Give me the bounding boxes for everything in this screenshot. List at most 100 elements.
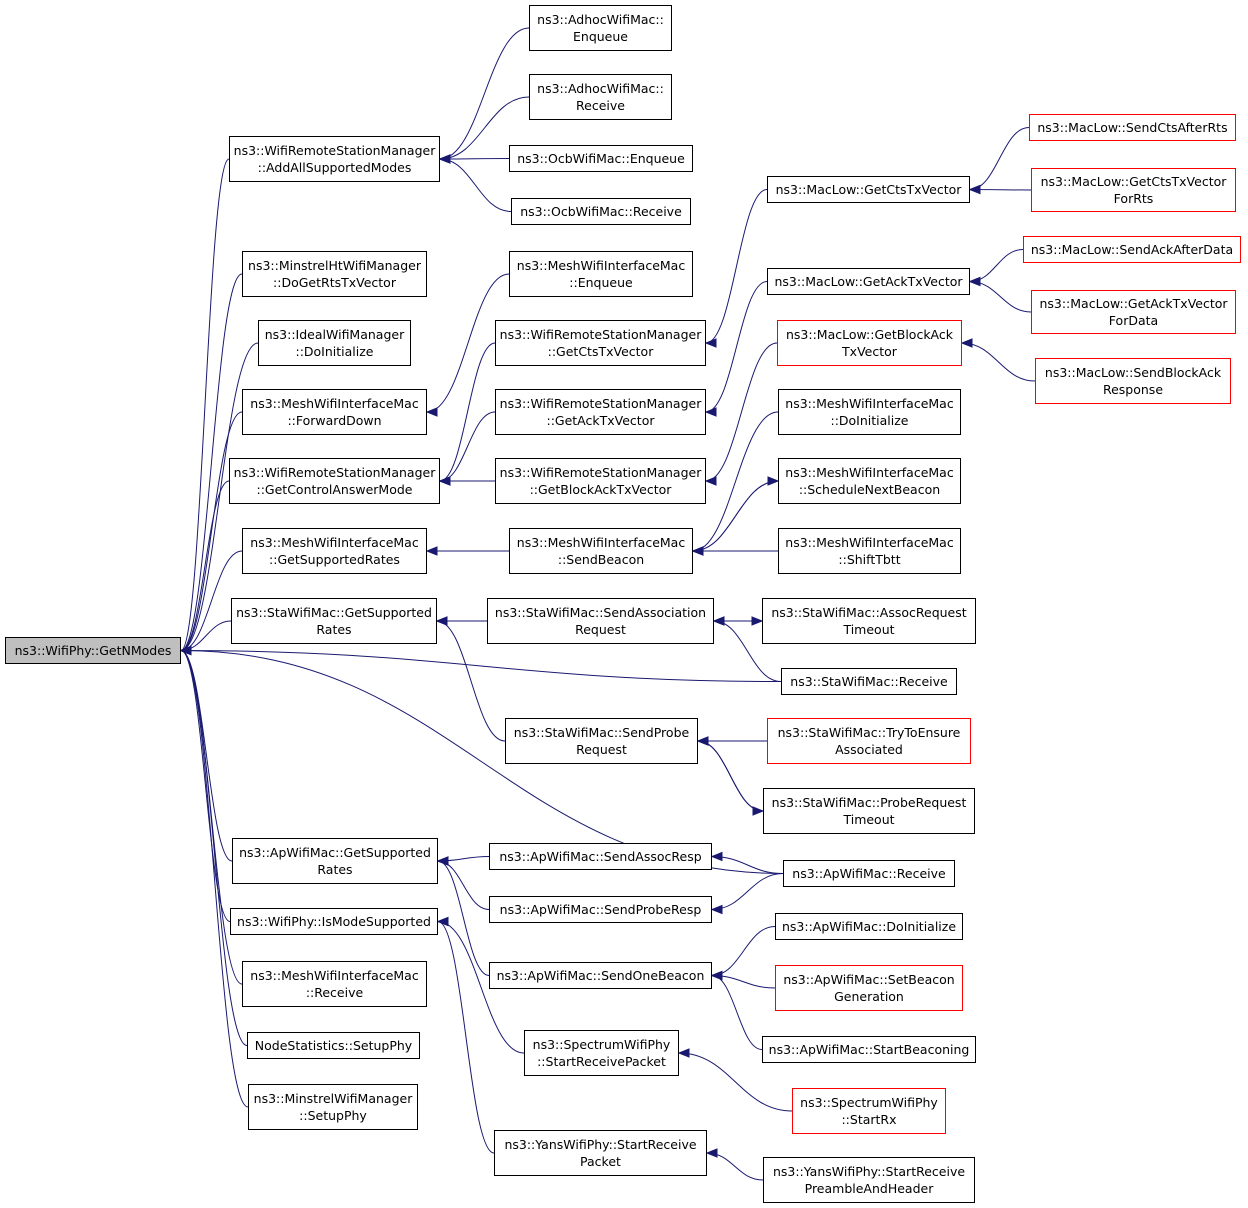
arrowhead-icon: [751, 616, 764, 626]
arrowhead-icon: [179, 645, 192, 656]
call-edge: [969, 249, 1024, 282]
call-edge: [180, 650, 231, 922]
arrowhead-icon: [712, 616, 725, 626]
function-node[interactable]: ns3::StaWifiMac::Receive: [781, 668, 957, 695]
root-function-node[interactable]: ns3::WifiPhy::GetNModes: [5, 637, 181, 664]
arrowhead-icon: [425, 407, 438, 417]
function-node[interactable]: ns3::ApWifiMac::Receive: [783, 860, 955, 887]
call-edge: [437, 921, 495, 1154]
call-edge: [436, 620, 506, 742]
function-node[interactable]: ns3::MacLow::GetAckTxVector: [767, 268, 970, 295]
arrowhead-icon: [710, 970, 723, 981]
function-node[interactable]: ns3::StaWifiMac::AssocRequest Timeout: [762, 598, 976, 644]
call-edge: [697, 740, 764, 812]
function-node[interactable]: ns3::StaWifiMac::SendProbe Request: [505, 718, 698, 764]
function-node[interactable]: ns3::IdealWifiManager ::DoInitialize: [258, 320, 411, 366]
call-edge: [180, 620, 232, 651]
function-node[interactable]: ns3::MacLow::GetBlockAck TxVector: [777, 320, 962, 366]
arrowhead-icon: [705, 1148, 718, 1158]
call-edge: [439, 342, 496, 482]
arrowhead-icon: [438, 476, 451, 486]
function-node[interactable]: ns3::MeshWifiInterfaceMac ::SendBeacon: [509, 528, 693, 574]
call-edge: [711, 873, 784, 910]
function-node[interactable]: ns3::AdhocWifiMac:: Receive: [529, 74, 672, 120]
arrowhead-icon: [710, 904, 723, 915]
call-edge: [437, 860, 490, 976]
function-node[interactable]: ns3::SpectrumWifiPhy ::StartReceivePacke…: [524, 1030, 679, 1076]
call-edge: [692, 480, 779, 552]
function-node[interactable]: ns3::YansWifiPhy::StartReceive Packet: [494, 1130, 707, 1176]
function-node[interactable]: ns3::WifiPhy::IsModeSupported: [230, 908, 438, 935]
arrowhead-icon: [752, 806, 765, 816]
function-node[interactable]: ns3::MacLow::GetAckTxVector ForData: [1031, 290, 1236, 334]
call-edge: [969, 127, 1030, 190]
function-node[interactable]: ns3::ApWifiMac::SendOneBeacon: [489, 962, 712, 989]
arrowhead-icon: [436, 856, 449, 866]
function-node[interactable]: ns3::StaWifiMac::GetSupported Rates: [231, 598, 437, 644]
function-node[interactable]: ns3::ApWifiMac::SendProbeResp: [489, 896, 712, 923]
function-node[interactable]: ns3::MacLow::SendAckAfterData: [1023, 236, 1241, 263]
function-node[interactable]: ns3::ApWifiMac::GetSupported Rates: [232, 838, 438, 884]
function-node[interactable]: ns3::MacLow::SendCtsAfterRts: [1029, 114, 1236, 141]
function-node[interactable]: ns3::MeshWifiInterfaceMac ::ShiftTbtt: [778, 528, 961, 574]
arrowhead-icon: [425, 546, 438, 556]
call-edge: [706, 1152, 764, 1181]
function-node[interactable]: ns3::MinstrelHtWifiManager ::DoGetRtsTxV…: [242, 251, 427, 297]
call-edge: [705, 281, 768, 413]
call-edge: [180, 650, 249, 1108]
function-node[interactable]: ns3::StaWifiMac::SendAssociation Request: [487, 598, 714, 644]
call-edge: [961, 342, 1036, 382]
function-node[interactable]: ns3::ApWifiMac::SendAssocResp: [489, 843, 712, 870]
function-node[interactable]: ns3::ApWifiMac::DoInitialize: [775, 913, 963, 940]
function-node[interactable]: ns3::MeshWifiInterfaceMac ::ScheduleNext…: [778, 458, 961, 504]
function-node[interactable]: ns3::MacLow::GetCtsTxVector: [767, 176, 970, 203]
function-node[interactable]: NodeStatistics::SetupPhy: [247, 1032, 420, 1059]
call-edge: [678, 1052, 793, 1112]
function-node[interactable]: ns3::StaWifiMac::TryToEnsure Associated: [767, 718, 971, 764]
call-edge: [439, 27, 530, 160]
call-edge: [711, 926, 776, 976]
function-node[interactable]: ns3::MinstrelWifiManager ::SetupPhy: [248, 1084, 418, 1130]
function-node[interactable]: ns3::MeshWifiInterfaceMac ::Receive: [242, 961, 427, 1007]
arrowhead-icon: [438, 154, 451, 164]
call-edge: [180, 650, 233, 862]
call-edge: [439, 96, 530, 160]
function-node[interactable]: ns3::WifiRemoteStationManager ::GetCtsTx…: [495, 320, 706, 366]
function-node[interactable]: ns3::WifiRemoteStationManager ::GetContr…: [229, 458, 440, 504]
call-edge: [692, 411, 779, 552]
call-edge: [711, 856, 784, 874]
function-node[interactable]: ns3::OcbWifiMac::Receive: [511, 198, 691, 225]
arrowhead-icon: [767, 476, 780, 486]
function-node[interactable]: ns3::ApWifiMac::SetBeacon Generation: [775, 965, 963, 1011]
function-node[interactable]: ns3::WifiRemoteStationManager ::AddAllSu…: [229, 136, 440, 182]
call-edge: [180, 342, 259, 651]
call-edge: [180, 650, 248, 1046]
function-node[interactable]: ns3::ApWifiMac::StartBeaconing: [762, 1036, 976, 1063]
arrowhead-icon: [704, 476, 717, 486]
function-node[interactable]: ns3::MacLow::GetCtsTxVector ForRts: [1031, 168, 1236, 212]
function-node[interactable]: ns3::AdhocWifiMac:: Enqueue: [529, 5, 672, 51]
function-node[interactable]: ns3::WifiRemoteStationManager ::GetBlock…: [495, 458, 706, 504]
function-node[interactable]: ns3::MeshWifiInterfaceMac ::Enqueue: [509, 251, 693, 297]
function-node[interactable]: ns3::YansWifiPhy::StartReceive PreambleA…: [763, 1157, 975, 1203]
call-edge: [437, 860, 490, 910]
function-node[interactable]: ns3::MacLow::SendBlockAck Response: [1035, 358, 1231, 404]
call-edge: [439, 411, 496, 482]
function-node[interactable]: ns3::StaWifiMac::ProbeRequest Timeout: [763, 788, 975, 834]
call-edge: [426, 273, 510, 413]
call-edge: [711, 975, 763, 1050]
arrowhead-icon: [435, 616, 448, 626]
call-edge: [180, 650, 782, 682]
function-node[interactable]: ns3::WifiRemoteStationManager ::GetAckTx…: [495, 389, 706, 435]
arrowhead-icon: [710, 851, 723, 862]
arrowhead-icon: [968, 184, 981, 195]
call-edge: [180, 550, 243, 651]
function-node[interactable]: ns3::SpectrumWifiPhy ::StartRx: [792, 1088, 946, 1134]
function-node[interactable]: ns3::MeshWifiInterfaceMac ::ForwardDown: [242, 389, 427, 435]
function-node[interactable]: ns3::MeshWifiInterfaceMac ::GetSupported…: [242, 528, 427, 574]
function-node[interactable]: ns3::OcbWifiMac::Enqueue: [509, 145, 693, 172]
arrowhead-icon: [704, 338, 717, 348]
function-node[interactable]: ns3::MeshWifiInterfaceMac ::DoInitialize: [778, 389, 961, 435]
call-edge: [705, 342, 778, 482]
